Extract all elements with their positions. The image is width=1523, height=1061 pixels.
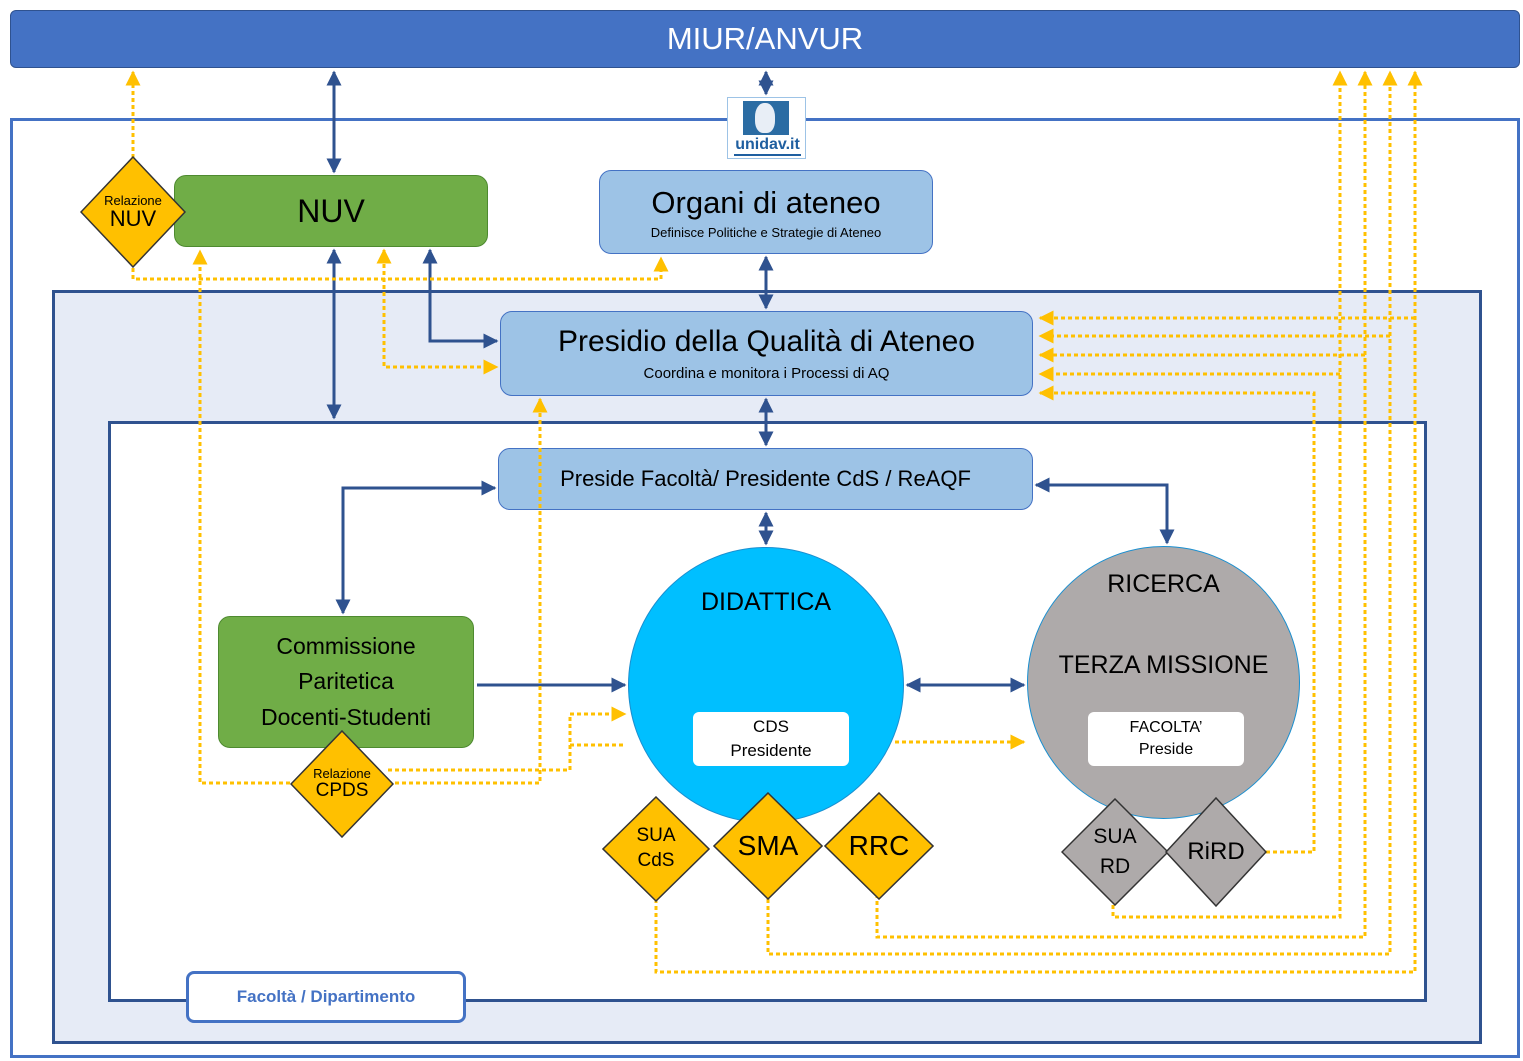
relazione-nuv-big: NUV — [109, 206, 157, 232]
unidav-logo: unidav.it — [727, 97, 806, 159]
relazione-nuv-small: Relazione — [104, 192, 162, 208]
commissione-line2: Paritetica — [298, 668, 394, 695]
presidio-box: Presidio della Qualità di Ateneo Coordin… — [500, 311, 1033, 396]
relazione-cpds-diamond: Relazione CPDS — [290, 730, 394, 838]
sma-label: SMA — [737, 830, 799, 862]
logo-face-icon — [755, 103, 775, 133]
relazione-cpds-big: CPDS — [315, 779, 369, 801]
presidio-title: Presidio della Qualità di Ateneo — [558, 325, 975, 358]
ricerca-label-line2: Preside — [1138, 741, 1194, 758]
arrow-preside-ricerca — [1034, 477, 1175, 545]
ricerca-label: FACOLTA’ Preside — [1088, 712, 1244, 766]
dotted-cpds-nuv — [192, 249, 290, 785]
didattica-label-line2: Presidente — [730, 741, 812, 760]
rird-label: RiRD — [1187, 838, 1245, 866]
dotted-relnuv-organi — [131, 256, 669, 281]
preside-box: Preside Facoltà/ Presidente CdS / ReAQF — [498, 448, 1033, 510]
ricerca-label-line1: FACOLTA’ — [1129, 719, 1203, 736]
arrow-nuv-presidio — [422, 248, 499, 349]
commissione-line3: Docenti-Studenti — [260, 703, 432, 730]
dotted-sma-miur — [766, 70, 1398, 956]
dotted-nuv-presidio — [376, 248, 499, 375]
didattica-circle — [628, 547, 904, 823]
presidio-subtitle: Coordina e monitora i Processi di AQ — [643, 365, 890, 382]
didattica-label-line1: CDS — [753, 717, 789, 736]
ricerca-circle — [1027, 546, 1300, 819]
preside-title: Preside Facoltà/ Presidente CdS / ReAQF — [560, 466, 971, 491]
dotted-suacds-miur — [654, 70, 1423, 974]
sua-rd-line1: SUA — [1093, 824, 1137, 848]
nuv-title: NUV — [297, 192, 365, 229]
organi-box: Organi di ateneo Definisce Politiche e S… — [599, 170, 933, 254]
rird-diamond: RiRD — [1165, 797, 1267, 907]
facolta-dipartimento-tag: Facoltà / Dipartimento — [186, 971, 466, 1023]
sua-cds-diamond: SUA CdS — [602, 796, 710, 902]
didattica-title: DIDATTICA — [700, 588, 832, 616]
logo-underline — [734, 154, 801, 156]
miur-anvur-header: MIUR/ANVUR — [10, 10, 1520, 68]
commissione-line1: Commissione — [276, 632, 416, 659]
organi-subtitle: Definisce Politiche e Strategie di Atene… — [650, 224, 882, 240]
sua-cds-line2: CdS — [637, 850, 675, 871]
relazione-cpds-small: Relazione — [313, 766, 371, 782]
dotted-rird-presidio — [1038, 385, 1316, 854]
ricerca-title: RICERCA — [1107, 570, 1220, 598]
arrow-preside-commissione — [335, 480, 497, 615]
dotted-cpds-presidio — [388, 397, 548, 785]
terza-missione-title: TERZA MISSIONE — [1058, 651, 1269, 679]
logo-text: unidav.it — [735, 136, 800, 153]
sua-rd-diamond: SUA RD — [1061, 798, 1169, 906]
commissione-box: Commissione Paritetica Docenti-Studenti — [218, 616, 474, 748]
rrc-diamond: RRC — [824, 792, 934, 900]
sua-cds-line1: SUA — [636, 825, 676, 847]
nuv-box: NUV — [174, 175, 488, 247]
relazione-nuv-diamond: Relazione NUV — [80, 156, 186, 268]
dotted-rrc-miur — [875, 70, 1373, 939]
dotted-cpds-didattica — [388, 706, 627, 772]
didattica-label: CDS Presidente — [693, 712, 849, 766]
dotted-suard-miur — [1111, 70, 1348, 919]
sma-diamond: SMA — [713, 792, 823, 900]
sua-rd-line2: RD — [1099, 855, 1131, 878]
organi-title: Organi di ateneo — [651, 184, 881, 220]
rrc-label: RRC — [848, 830, 910, 862]
